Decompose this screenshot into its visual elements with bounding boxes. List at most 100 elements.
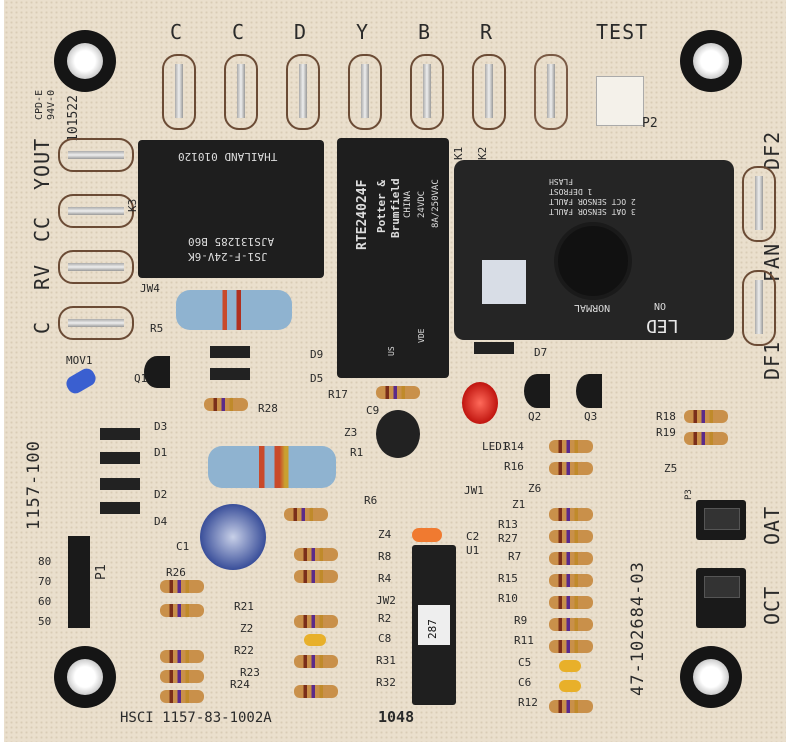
terminal-label: CC	[30, 215, 54, 242]
df1-label: DF1	[760, 340, 784, 380]
mounting-hole	[54, 646, 116, 708]
test-connector[interactable]	[596, 76, 644, 126]
capacitor-c9	[376, 410, 420, 458]
code-text: 3 OAT SENSOR FAULT	[549, 207, 636, 216]
ref-label-r8: R8	[378, 550, 392, 563]
led1	[462, 382, 498, 424]
resistor	[539, 552, 603, 565]
ic-label-text: 287	[426, 619, 439, 639]
terminal-cc[interactable]	[58, 194, 134, 228]
diode-d9	[210, 346, 250, 358]
ref-label-d5: D5	[310, 372, 324, 385]
ref-label-r1: R1	[350, 446, 364, 459]
ref-label-d2: D2	[154, 488, 168, 501]
ref-label-d7: D7	[534, 346, 548, 359]
terminal-empty	[534, 54, 568, 130]
terminal-b[interactable]	[410, 54, 444, 130]
terminal-rv[interactable]	[58, 250, 134, 284]
terminal-c1[interactable]	[162, 54, 196, 130]
terminal-df2[interactable]	[742, 166, 776, 242]
flash-codes: 3 OAT SENSOR FAULT 2 OCT SENSOR FAULT 1 …	[549, 176, 699, 216]
ref-label-r31: R31	[376, 654, 396, 667]
led-lens	[554, 222, 632, 300]
ref-label-z2: Z2	[240, 622, 254, 635]
resistor	[284, 548, 348, 561]
terminal-label: YOUT	[30, 137, 54, 190]
pin-header-p1[interactable]	[68, 536, 90, 628]
terminal-label: B	[418, 20, 432, 44]
ref-label-d3: D3	[154, 420, 168, 433]
terminal-d[interactable]	[286, 54, 320, 130]
resistor-r5	[176, 290, 292, 330]
right-part-number: 47-102684-03	[628, 561, 648, 696]
ref-label-r24: R24	[230, 678, 250, 691]
ref-label-jw4: JW4	[140, 282, 160, 295]
p1-label: P1	[94, 564, 109, 580]
resistor	[150, 670, 214, 683]
terminal-c2[interactable]	[224, 54, 258, 130]
resistor	[274, 508, 338, 521]
transistor-q1	[144, 356, 170, 388]
code-text: 1 DEFROST	[549, 187, 593, 196]
terminal-label: Y	[356, 20, 370, 44]
us-mark: US	[387, 346, 396, 356]
ref-label-c5: C5	[518, 656, 532, 669]
ref-label-r15: R15	[498, 572, 518, 585]
resistor	[284, 615, 348, 628]
position-label: 60	[38, 595, 52, 608]
ref-label-r9: R9	[514, 614, 528, 627]
resistor	[674, 410, 738, 423]
resistor	[150, 690, 214, 703]
oct-sensor-connector[interactable]	[696, 568, 746, 628]
resistor	[674, 432, 738, 445]
ref-label-q2: Q2	[528, 410, 542, 423]
ref-label-r7: R7	[508, 550, 522, 563]
ref-label-z4: Z4	[378, 528, 392, 541]
defrost-control-module: 3 OAT SENSOR FAULT 2 OCT SENSOR FAULT 1 …	[454, 160, 734, 340]
diode-d1	[100, 452, 140, 464]
code-text: 2 OCT SENSOR FAULT	[549, 197, 636, 206]
capacitor	[559, 680, 581, 692]
oat-sensor-connector[interactable]	[696, 500, 746, 540]
terminal-yout[interactable]	[58, 138, 134, 172]
resistor	[150, 650, 214, 663]
ref-label-d1: D1	[154, 446, 168, 459]
capacitor	[304, 634, 326, 646]
oct-label: OCT	[760, 585, 784, 625]
ref-label-z6: Z6	[528, 482, 542, 495]
ref-label-r12: R12	[518, 696, 538, 709]
resistor	[284, 655, 348, 668]
relay-brand: Brumfield	[389, 178, 402, 238]
ref-label-jw1: JW1	[464, 484, 484, 497]
ref-label-r18: R18	[656, 410, 676, 423]
terminal-y[interactable]	[348, 54, 382, 130]
terminal-c[interactable]	[58, 306, 134, 340]
p2-label: P2	[642, 116, 658, 131]
oat-label: OAT	[760, 505, 784, 545]
rating-text: 94V-0	[46, 89, 57, 120]
capacitor-c2	[412, 528, 442, 542]
terminal-r[interactable]	[472, 54, 506, 130]
diode-d4	[100, 502, 140, 514]
ref-label-z5: Z5	[664, 462, 678, 475]
resistor	[539, 596, 603, 609]
ref-label-r27: R27	[498, 532, 518, 545]
terminal-df1[interactable]	[742, 270, 776, 346]
resistor	[539, 440, 603, 453]
ref-label-r19: R19	[656, 426, 676, 439]
position-label: 80	[38, 555, 52, 568]
transistor-q3	[576, 374, 602, 408]
ref-label-c1: C1	[176, 540, 190, 553]
mounting-hole	[680, 30, 742, 92]
ref-label-z3: Z3	[344, 426, 358, 439]
ref-label-c9: C9	[366, 404, 380, 417]
relay-text: JS1-F-24V-6K	[188, 250, 268, 263]
resistor	[366, 386, 430, 399]
ref-label-d9: D9	[310, 348, 324, 361]
resistor	[284, 570, 348, 583]
ref-label-q3: Q3	[584, 410, 598, 423]
mounting-hole	[54, 30, 116, 92]
ref-label-r6: R6	[364, 494, 378, 507]
date-code: 101522	[66, 95, 81, 142]
